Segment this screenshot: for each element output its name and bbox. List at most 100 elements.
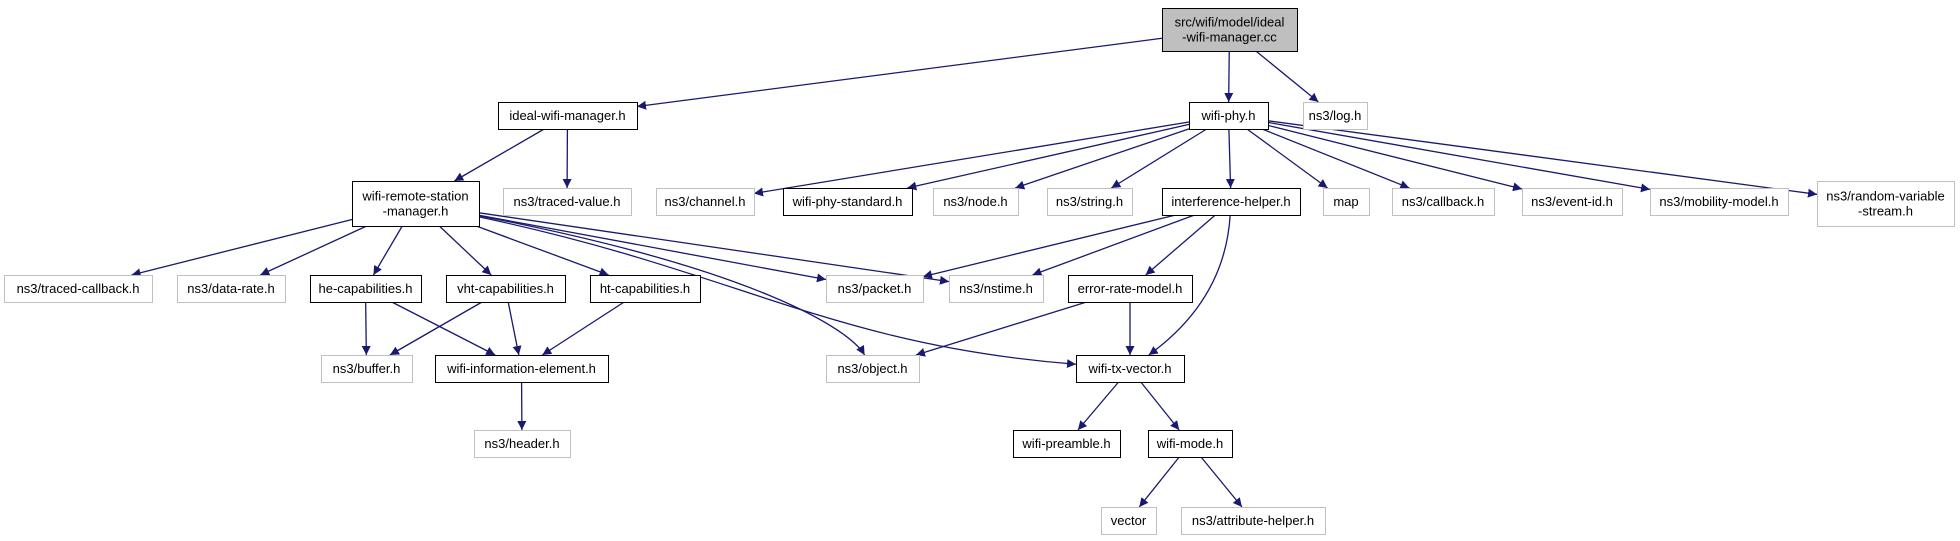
node-label: vector <box>1111 513 1147 528</box>
node-label: -manager.h <box>383 204 449 219</box>
node-wifi-preamble-h[interactable]: wifi-preamble.h <box>1013 430 1121 458</box>
node-error-rate-model-h[interactable]: error-rate-model.h <box>1068 275 1193 303</box>
node-label: ns3/header.h <box>484 436 559 451</box>
node-label: vht-capabilities.h <box>457 281 554 296</box>
edge-root-to-ideal-wifi-manager-h <box>636 37 1163 110</box>
node-label: wifi-phy-standard.h <box>792 194 903 209</box>
edge-vht-capabilities-h-to-ns3-buffer-h <box>389 301 483 356</box>
node-box <box>949 275 1044 303</box>
node-wifi-information-element-h[interactable]: wifi-information-element.h <box>435 355 609 383</box>
edge-wifi-phy-h-to-wifi-phy-standard-h <box>907 123 1190 191</box>
edge-root-to-wifi-phy-h <box>1224 50 1234 103</box>
node-box <box>1323 188 1370 216</box>
node-label: ns3/nstime.h <box>959 281 1033 296</box>
node-label: ns3/string.h <box>1056 194 1123 209</box>
node-ns3-random-variable-stream-h: ns3/random-variable-stream.h <box>1817 181 1955 227</box>
edge-wifi-remote-station-manager-h-to-vht-capabilities-h <box>438 225 492 276</box>
node-wifi-mode-h[interactable]: wifi-mode.h <box>1148 430 1233 458</box>
node-box <box>1189 102 1269 130</box>
edge-wifi-remote-station-manager-h-to-he-capabilities-h <box>372 225 403 276</box>
node-ns3-log-h: ns3/log.h <box>1303 102 1368 130</box>
edge-wifi-phy-h-to-ns3-event-id-h <box>1267 124 1523 192</box>
node-label: ns3/node.h <box>943 194 1007 209</box>
node-label: ht-capabilities.h <box>600 281 690 296</box>
node-label: wifi-tx-vector.h <box>1087 361 1171 376</box>
edge-wifi-remote-station-manager-h-to-ht-capabilities-h <box>476 225 609 277</box>
nodes-layer: src/wifi/model/ideal-wifi-manager.cc idea… <box>4 8 1955 535</box>
node-box <box>1013 430 1121 458</box>
node-box <box>590 275 701 303</box>
node-ns3-string-h: ns3/string.h <box>1047 188 1133 216</box>
node-ns3-traced-value-h: ns3/traced-value.h <box>503 188 632 216</box>
edge-wifi-remote-station-manager-h-to-ns3-data-rate-h <box>260 225 367 276</box>
node-box <box>1181 507 1326 535</box>
node-ns3-header-h: ns3/header.h <box>474 430 571 458</box>
edge-wifi-remote-station-manager-h-to-ns3-packet-h <box>478 214 827 283</box>
node-box <box>1392 188 1495 216</box>
node-box <box>1650 188 1789 216</box>
node-wifi-remote-station-manager-h[interactable]: wifi-remote-station-manager.h <box>352 181 480 227</box>
node-box <box>1303 102 1368 130</box>
node-box <box>435 355 609 383</box>
node-box <box>783 188 913 216</box>
edge-wifi-remote-station-manager-h-to-ns3-object-h <box>478 215 866 356</box>
edge-he-capabilities-h-to-wifi-information-element-h <box>391 301 496 356</box>
edge-interference-helper-h-to-ns3-packet-h <box>922 214 1176 279</box>
edge-interference-helper-h-to-error-rate-model-h <box>1145 214 1216 276</box>
node-box <box>826 355 920 383</box>
node-ns3-node-h: ns3/node.h <box>933 188 1019 216</box>
node-label: wifi-preamble.h <box>1021 436 1110 451</box>
node-ideal-wifi-manager-h[interactable]: ideal-wifi-manager.h <box>498 102 638 130</box>
node-ns3-attribute-helper-h: ns3/attribute-helper.h <box>1181 507 1326 535</box>
node-root: src/wifi/model/ideal-wifi-manager.cc <box>1162 8 1298 52</box>
edge-wifi-remote-station-manager-h-to-ns3-nstime-h <box>478 212 950 285</box>
node-vector: vector <box>1101 507 1157 535</box>
edge-wifi-mode-h-to-vector <box>1138 456 1180 508</box>
node-label: wifi-phy.h <box>1201 108 1256 123</box>
node-wifi-tx-vector-h[interactable]: wifi-tx-vector.h <box>1076 355 1185 383</box>
node-label: wifi-remote-station <box>361 189 468 204</box>
node-ht-capabilities-h[interactable]: ht-capabilities.h <box>590 275 701 303</box>
node-label: -stream.h <box>1858 204 1913 219</box>
node-box <box>1522 188 1623 216</box>
node-ns3-event-id-h: ns3/event-id.h <box>1522 188 1623 216</box>
edge-wifi-remote-station-manager-h-to-ns3-traced-callback-h <box>131 218 353 278</box>
node-label: ns3/buffer.h <box>333 361 401 376</box>
node-he-capabilities-h[interactable]: he-capabilities.h <box>310 275 422 303</box>
edges-layer <box>131 37 1818 508</box>
node-label: wifi-information-element.h <box>446 361 596 376</box>
node-box <box>474 430 571 458</box>
edge-error-rate-model-h-to-ns3-object-h <box>915 301 1087 357</box>
node-label: wifi-mode.h <box>1156 436 1223 451</box>
edge-wifi-phy-h-to-ns3-callback-h <box>1261 128 1410 189</box>
node-ns3-object-h: ns3/object.h <box>826 355 920 383</box>
node-interference-helper-h[interactable]: interference-helper.h <box>1162 188 1301 216</box>
edge-ht-capabilities-h-to-wifi-information-element-h <box>541 301 625 356</box>
node-box <box>1817 181 1955 227</box>
node-label: ns3/random-variable <box>1826 189 1945 204</box>
node-box <box>446 275 566 303</box>
node-ns3-traced-callback-h: ns3/traced-callback.h <box>4 275 153 303</box>
node-label: interference-helper.h <box>1171 194 1290 209</box>
node-ns3-data-rate-h: ns3/data-rate.h <box>177 275 286 303</box>
node-wifi-phy-h[interactable]: wifi-phy.h <box>1189 102 1269 130</box>
node-label: ns3/packet.h <box>838 281 912 296</box>
edge-wifi-phy-h-to-map <box>1246 128 1328 189</box>
node-ns3-packet-h: ns3/packet.h <box>826 275 924 303</box>
node-vht-capabilities-h[interactable]: vht-capabilities.h <box>446 275 566 303</box>
edge-vht-capabilities-h-to-wifi-information-element-h <box>507 301 522 356</box>
node-box <box>1101 507 1157 535</box>
node-label: ns3/data-rate.h <box>187 281 274 296</box>
node-ns3-callback-h: ns3/callback.h <box>1392 188 1495 216</box>
node-label: map <box>1333 194 1358 209</box>
node-box <box>321 355 413 383</box>
node-label: ns3/object.h <box>837 361 907 376</box>
node-label: src/wifi/model/ideal <box>1175 15 1285 30</box>
node-box <box>933 188 1019 216</box>
node-wifi-phy-standard-h[interactable]: wifi-phy-standard.h <box>783 188 913 216</box>
edge-interference-helper-h-to-wifi-tx-vector-h <box>1148 214 1231 356</box>
node-ns3-buffer-h: ns3/buffer.h <box>321 355 413 383</box>
node-box <box>1047 188 1133 216</box>
edge-wifi-tx-vector-h-to-wifi-preamble-h <box>1077 381 1120 431</box>
edge-wifi-phy-h-to-ns3-channel-h <box>753 121 1190 197</box>
